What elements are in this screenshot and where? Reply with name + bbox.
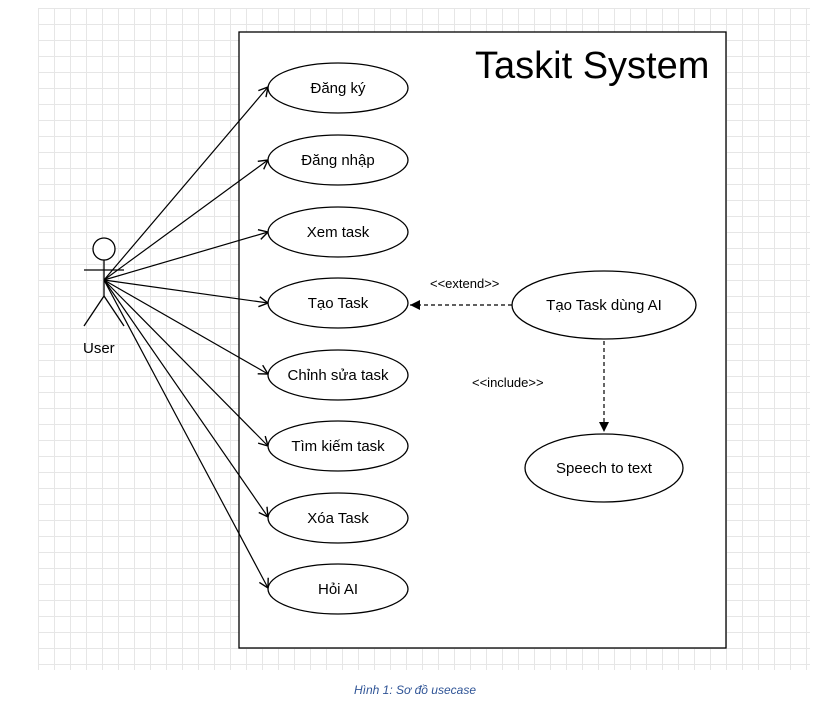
actor-user	[83, 237, 125, 327]
usecase-xem-task: Xem task	[267, 206, 409, 258]
actor-label: User	[83, 340, 115, 357]
usecase-ellipse	[267, 349, 409, 401]
usecase-hoi-ai: Hỏi AI	[267, 563, 409, 615]
usecase-ellipse	[267, 420, 409, 472]
usecase-label: Đăng nhập	[301, 152, 374, 169]
usecase-label: Đăng ký	[310, 80, 366, 97]
usecase-ellipse	[267, 134, 409, 186]
actor-leg-right	[103, 295, 125, 327]
usecase-xoa-task: Xóa Task	[267, 492, 409, 544]
usecase-ellipse	[267, 62, 409, 114]
association-xoa-task	[103, 279, 269, 519]
usecase-label: Xem task	[307, 224, 370, 241]
usecase-ellipse	[267, 277, 409, 329]
usecase-chinh-sua-task: Chỉnh sửa task	[267, 349, 409, 401]
usecase-tao-task: Tạo Task	[267, 277, 409, 329]
usecase-label: Tìm kiếm task	[291, 438, 385, 455]
figure-caption: Hình 1: Sơ đồ usecase	[354, 683, 476, 697]
usecase-ellipse	[267, 492, 409, 544]
system-boundary	[238, 31, 727, 649]
system-title: Taskit System	[475, 45, 709, 87]
include-label: <<include>>	[472, 375, 544, 390]
usecase-label: Tạo Task	[308, 295, 369, 312]
actor-leg-left	[83, 295, 105, 327]
usecase-tim-kiem-task: Tìm kiếm task	[267, 420, 409, 472]
usecase-label: Tạo Task dùng AI	[546, 297, 662, 314]
association-dang-nhap	[103, 159, 270, 281]
usecase-dang-nhap: Đăng nhập	[267, 134, 409, 186]
extend-label: <<extend>>	[430, 276, 499, 291]
association-dang-ky	[103, 85, 269, 281]
association-xem-task	[103, 229, 270, 281]
association-tao-task	[103, 279, 270, 308]
usecase-ellipse	[267, 206, 409, 258]
usecase-label: Chỉnh sửa task	[288, 367, 389, 384]
association-chinh-sua-task	[103, 279, 270, 375]
usecase-speech-to-text: Speech to text	[524, 433, 684, 503]
usecase-ellipse	[524, 433, 684, 503]
actor-head	[92, 237, 116, 261]
usecase-label: Speech to text	[556, 460, 653, 477]
usecase-label: Xóa Task	[307, 510, 369, 527]
associations	[103, 85, 270, 590]
usecase-ellipse	[267, 563, 409, 615]
association-hoi-ai	[103, 279, 269, 590]
usecase-dang-ky: Đăng ký	[267, 62, 409, 114]
usecase-label: Hỏi AI	[318, 581, 358, 598]
usecase-tao-task-ai: Tạo Task dùng AI	[511, 270, 697, 340]
association-tim-kiem-task	[103, 279, 270, 448]
